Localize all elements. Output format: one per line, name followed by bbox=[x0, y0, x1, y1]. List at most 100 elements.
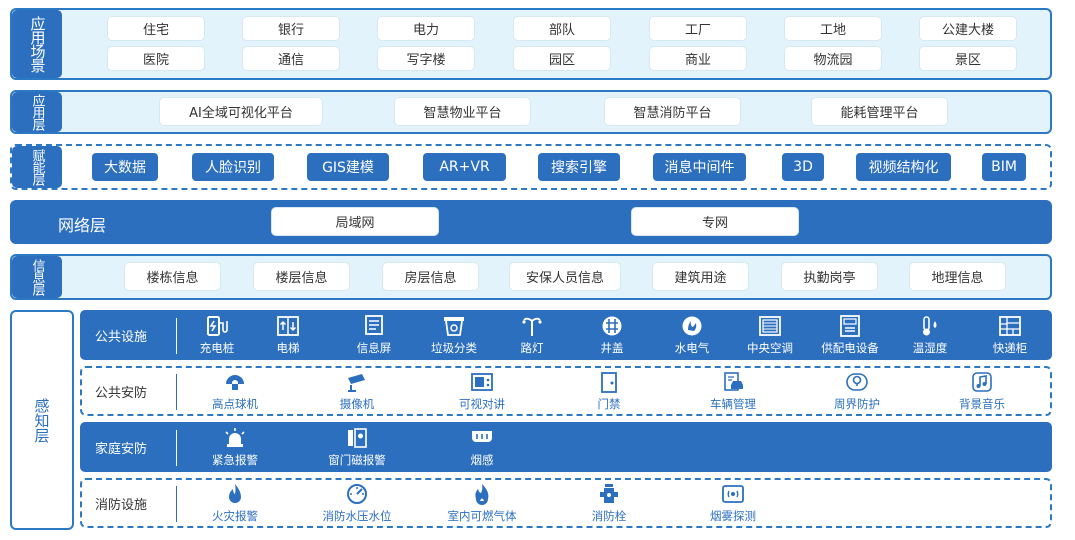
vehicle-management-icon bbox=[720, 370, 746, 394]
group-label-home-security: 家庭安防 bbox=[95, 442, 148, 457]
group-label-public-security: 公共安防 bbox=[95, 386, 148, 401]
device-label: 背景音乐 bbox=[959, 397, 1005, 411]
device-item: 消防栓 bbox=[570, 482, 648, 524]
access-control-icon bbox=[596, 370, 622, 394]
scene-chip: 物流园 bbox=[785, 47, 881, 70]
device-item: 车辆管理 bbox=[694, 370, 772, 412]
info-chip: 执勤岗亭 bbox=[782, 263, 877, 290]
public-facilities-row bbox=[80, 310, 1052, 360]
device-label: 室内可燃气体 bbox=[447, 509, 517, 523]
info-chip: 房层信息 bbox=[383, 263, 478, 290]
capability-chip: 搜索引擎 bbox=[538, 153, 620, 181]
group-label-fire-facilities: 消防设施 bbox=[95, 498, 148, 513]
scene-chip: 电力 bbox=[378, 17, 474, 40]
dome-camera-icon bbox=[222, 370, 248, 394]
device-label: 信息屏 bbox=[356, 341, 392, 355]
device-item: 背景音乐 bbox=[943, 370, 1021, 412]
scene-chip: 医院 bbox=[108, 47, 204, 70]
divider bbox=[176, 486, 177, 522]
device-label: 周界防护 bbox=[834, 397, 880, 411]
utilities-icon bbox=[679, 314, 705, 338]
device-item: 门禁 bbox=[570, 370, 648, 412]
device-label: 烟雾探测 bbox=[710, 509, 756, 523]
info-chip: 建筑用途 bbox=[653, 263, 748, 290]
device-label: 摄像机 bbox=[339, 397, 375, 411]
device-label: 快递柜 bbox=[992, 341, 1028, 355]
device-label: 门禁 bbox=[597, 397, 621, 411]
device-label: 充电桩 bbox=[199, 341, 235, 355]
device-item: 井盖 bbox=[573, 314, 651, 356]
device-label: 水电气 bbox=[674, 341, 710, 355]
device-item: 摄像机 bbox=[318, 370, 396, 412]
capability-chip: 消息中间件 bbox=[653, 153, 746, 181]
network-chip-lan: 局域网 bbox=[272, 208, 438, 235]
device-item: 充电桩 bbox=[178, 314, 256, 356]
scene-chip: 工地 bbox=[785, 17, 881, 40]
device-label: 电梯 bbox=[276, 341, 300, 355]
gas-detector-icon bbox=[469, 482, 495, 506]
group-label-public-facilities: 公共设施 bbox=[95, 330, 148, 345]
scene-chip: 部队 bbox=[514, 17, 610, 40]
device-item: 路灯 bbox=[493, 314, 571, 356]
device-label: 垃圾分类 bbox=[431, 341, 477, 355]
platform-chip: 智慧物业平台 bbox=[395, 98, 530, 125]
info-chip: 楼层信息 bbox=[254, 263, 349, 290]
fire-alarm-icon bbox=[222, 482, 248, 506]
device-item: 水电气 bbox=[653, 314, 731, 356]
device-label: 温湿度 bbox=[912, 341, 948, 355]
device-label: 车辆管理 bbox=[710, 397, 756, 411]
fire-facilities-row bbox=[80, 478, 1052, 528]
device-item: 垃圾分类 bbox=[415, 314, 493, 356]
device-label: 路灯 bbox=[520, 341, 544, 355]
info-chip: 安保人员信息 bbox=[510, 263, 620, 290]
water-pressure-gauge-icon bbox=[344, 482, 370, 506]
device-label: 火灾报警 bbox=[212, 509, 258, 523]
scene-chip: 住宅 bbox=[108, 17, 204, 40]
central-ac-icon bbox=[757, 314, 783, 338]
info-chip: 楼栋信息 bbox=[125, 263, 220, 290]
device-item: 消防水压水位 bbox=[318, 482, 396, 524]
scene-chip: 景区 bbox=[920, 47, 1016, 70]
background-music-icon bbox=[969, 370, 995, 394]
device-label: 消防水压水位 bbox=[322, 509, 392, 523]
door-window-sensor-icon bbox=[344, 426, 370, 450]
charging-pile-icon bbox=[204, 314, 230, 338]
garbage-sorting-icon bbox=[441, 314, 467, 338]
capability-chip: 3D bbox=[782, 153, 824, 181]
info-screen-icon bbox=[361, 314, 387, 338]
perception-layer-frame bbox=[10, 310, 74, 530]
scene-chip: 公建大楼 bbox=[920, 17, 1016, 40]
platform-chip: 智慧消防平台 bbox=[605, 98, 740, 125]
divider bbox=[176, 430, 177, 466]
device-item: 周界防护 bbox=[818, 370, 896, 412]
manhole-cover-icon bbox=[599, 314, 625, 338]
device-item: 室内可燃气体 bbox=[443, 482, 521, 524]
scene-chip: 工厂 bbox=[650, 17, 746, 40]
device-label: 供配电设备 bbox=[821, 341, 879, 355]
emergency-alarm-icon bbox=[222, 426, 248, 450]
scene-chip: 写字楼 bbox=[378, 47, 474, 70]
parcel-locker-icon bbox=[997, 314, 1023, 338]
capability-chip: GIS建模 bbox=[307, 153, 389, 181]
scene-chip: 园区 bbox=[514, 47, 610, 70]
network-layer-row bbox=[10, 200, 1052, 244]
smoke-detector-icon bbox=[469, 426, 495, 450]
smoke-sensor-icon bbox=[720, 482, 746, 506]
device-label: 窗门磁报警 bbox=[328, 453, 386, 467]
platform-chip: AI全域可视化平台 bbox=[160, 98, 322, 125]
device-item: 中央空调 bbox=[731, 314, 809, 356]
device-item: 紧急报警 bbox=[196, 426, 274, 468]
enabling-layer-label: 赋能层 bbox=[12, 146, 62, 188]
info-chip: 地理信息 bbox=[910, 263, 1005, 290]
device-item: 烟感 bbox=[443, 426, 521, 468]
camera-icon bbox=[344, 370, 370, 394]
capability-chip: 大数据 bbox=[92, 153, 158, 181]
device-item: 窗门磁报警 bbox=[318, 426, 396, 468]
device-label: 中央空调 bbox=[747, 341, 793, 355]
information-layer-label: 信息层 bbox=[12, 256, 62, 298]
application-layer-label: 应用层 bbox=[12, 92, 62, 132]
video-intercom-icon bbox=[469, 370, 495, 394]
device-item: 供配电设备 bbox=[811, 314, 889, 356]
perception-layer-label: 感知层 bbox=[32, 397, 51, 443]
network-chip-private: 专网 bbox=[632, 208, 798, 235]
